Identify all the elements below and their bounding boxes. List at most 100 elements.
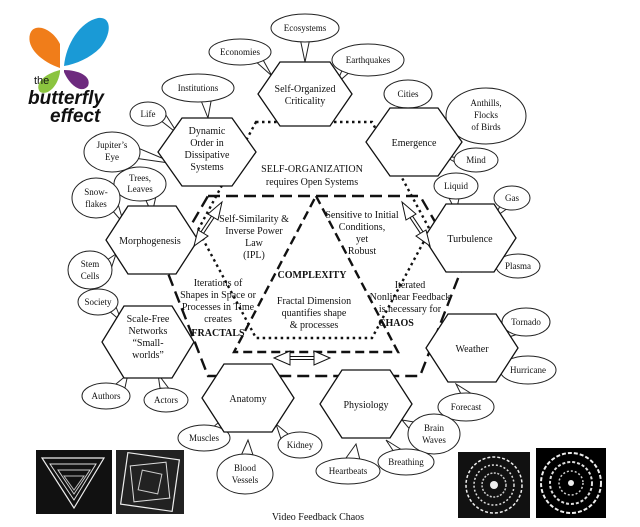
butterfly-wing-orange	[29, 27, 60, 68]
hex-morphogenesis-text: Morphogenesis	[119, 236, 181, 247]
bubble-liquid-text: Liquid	[444, 181, 468, 191]
bubble-anthills-text-3: of Birds	[471, 122, 501, 132]
bubble-tornado-text: Tornado	[511, 317, 541, 327]
bubble-actors-text: Actors	[154, 395, 178, 405]
hex-physiology: Physiology	[319, 369, 413, 439]
bubble-economies: Economies	[208, 38, 273, 77]
self-organization-title: SELF-ORGANIZATION	[261, 164, 363, 175]
bubble-institutions: Institutions	[161, 73, 235, 120]
logo-line-2: butterfly	[28, 88, 105, 109]
bubble-life-text: Life	[141, 109, 156, 119]
bubble-trees-text-1: Trees,	[129, 173, 151, 183]
bubble-society: Society	[77, 288, 123, 323]
topic-hexagons: Self-Organized Criticality Dynamic Order…	[101, 61, 519, 439]
bubble-jupiter-text-2: Eye	[105, 152, 119, 162]
bubble-cities-text: Cities	[397, 89, 418, 99]
self-similarity-text-2: Inverse Power	[225, 226, 283, 237]
bubble-economies-text: Economies	[220, 47, 260, 57]
hex-criticality-text-2: Criticality	[285, 96, 326, 107]
double-arrow-bottom-icon	[272, 350, 332, 366]
bubble-brainwaves-text-2: Waves	[422, 435, 446, 445]
self-similarity-text-1: Self-Similarity &	[219, 214, 289, 225]
hex-dynamic-text-4: Systems	[190, 162, 223, 173]
chaos-label: CHAOS	[378, 318, 414, 329]
hex-emergence: Emergence	[365, 107, 463, 177]
bubble-plasma-text: Plasma	[505, 261, 531, 271]
bubble-breathing-text: Breathing	[388, 457, 424, 467]
bubble-kidney: Kidney	[274, 422, 323, 459]
iterations-text-3: Processes in Time	[182, 302, 255, 313]
sensitive-text-4: Robust	[348, 246, 377, 257]
bubble-stemcells: Stem Cells	[67, 250, 117, 290]
bubble-breathing: Breathing	[377, 439, 435, 476]
iterations-text-2: Shapes in Space or	[180, 290, 256, 301]
bubble-stemcells-text-2: Cells	[81, 271, 100, 281]
butterfly-wing-blue	[64, 17, 109, 67]
hex-anatomy: Anatomy	[201, 363, 295, 433]
bubble-forecast: Forecast	[437, 382, 495, 422]
bubble-life: Life	[129, 101, 179, 135]
logo-line-1: the	[34, 75, 49, 87]
hex-morphogenesis: Morphogenesis	[105, 205, 199, 275]
hex-weather-text: Weather	[455, 344, 489, 355]
bubble-authors: Authors	[81, 372, 131, 410]
hex-criticality: Self-Organized Criticality	[257, 61, 353, 127]
butterfly-effect-logo: the butterfly effect	[28, 17, 109, 127]
hex-scalefree: Scale-Free Networks “Small- worlds”	[101, 305, 195, 379]
hex-dynamic-text-2: Order in	[190, 138, 224, 149]
hex-dynamic-text-1: Dynamic	[189, 126, 226, 137]
example-bubbles: Economies Ecosystems Earthquakes Institu…	[67, 13, 557, 495]
iterated-text-2: Nonlinear Feedback	[370, 292, 451, 303]
bubble-kidney-text: Kidney	[287, 440, 314, 450]
bubble-anthills-text-1: Anthills,	[470, 98, 501, 108]
bubble-earthquakes-text: Earthquakes	[346, 55, 391, 65]
bubble-brainwaves-text-1: Brain	[424, 423, 444, 433]
bubble-bloodvessels-text-1: Blood	[234, 463, 257, 473]
sensitive-text-2: Conditions,	[339, 222, 385, 233]
fractals-label: FRACTALS	[191, 328, 245, 339]
sensitive-text-1: Sensitive to Initial	[325, 210, 399, 221]
sensitive-text-3: yet	[356, 234, 368, 245]
fractal-image-2	[116, 450, 184, 514]
fractal-dimension-text-1: Fractal Dimension	[277, 296, 351, 307]
hex-emergence-text: Emergence	[392, 138, 437, 149]
hex-scalefree-text-3: “Small-	[132, 338, 163, 349]
hex-weather: Weather	[425, 313, 519, 383]
hex-dynamic-text-3: Dissipative	[185, 150, 231, 161]
bubble-ecosystems-text: Ecosystems	[284, 23, 327, 33]
self-organization-dotted-hexagon	[196, 120, 432, 340]
bubble-bloodvessels-text-2: Vessels	[232, 475, 259, 485]
bubble-snowflakes-text-1: Snow-	[84, 187, 108, 197]
fractal-thumbnails	[36, 448, 606, 518]
bubble-heartbeats-text: Heartbeats	[329, 466, 368, 476]
logo-line-3: effect	[50, 106, 101, 127]
bubble-mind-text: Mind	[466, 155, 486, 165]
bubble-heartbeats: Heartbeats	[315, 442, 381, 485]
bubble-ecosystems: Ecosystems	[270, 13, 340, 63]
bubble-earthquakes: Earthquakes	[331, 43, 405, 85]
hex-scalefree-text-1: Scale-Free	[127, 314, 170, 325]
bubble-authors-text: Authors	[92, 391, 121, 401]
hex-anatomy-text: Anatomy	[229, 394, 266, 405]
self-similarity-text-3: Law	[245, 238, 264, 249]
bubble-stemcells-text-1: Stem	[81, 259, 100, 269]
double-arrow-left-icon	[193, 200, 223, 248]
double-arrows	[193, 200, 431, 366]
bubble-actors: Actors	[143, 373, 189, 413]
hex-dynamic: Dynamic Order in Dissipative Systems	[157, 117, 257, 187]
butterfly-wing-green	[38, 70, 60, 93]
bubble-society-text: Society	[85, 297, 112, 307]
caption: Video Feedback Chaos	[272, 512, 364, 523]
bubble-institutions-text: Institutions	[178, 83, 219, 93]
self-organization-subtitle: requires Open Systems	[266, 177, 358, 188]
bubble-brainwaves: Brain Waves	[400, 413, 461, 455]
hex-scalefree-text-4: worlds”	[132, 350, 164, 361]
iterations-text-1: Iterations of	[194, 278, 243, 289]
hex-physiology-text: Physiology	[343, 400, 388, 411]
bubble-snowflakes-text-2: flakes	[85, 199, 107, 209]
bubble-anthills-text-2: Flocks	[474, 110, 499, 120]
double-arrow-right-icon	[401, 200, 431, 248]
bubble-bloodvessels: Blood Vessels	[216, 438, 274, 495]
hex-criticality-text-1: Self-Organized	[275, 84, 336, 95]
